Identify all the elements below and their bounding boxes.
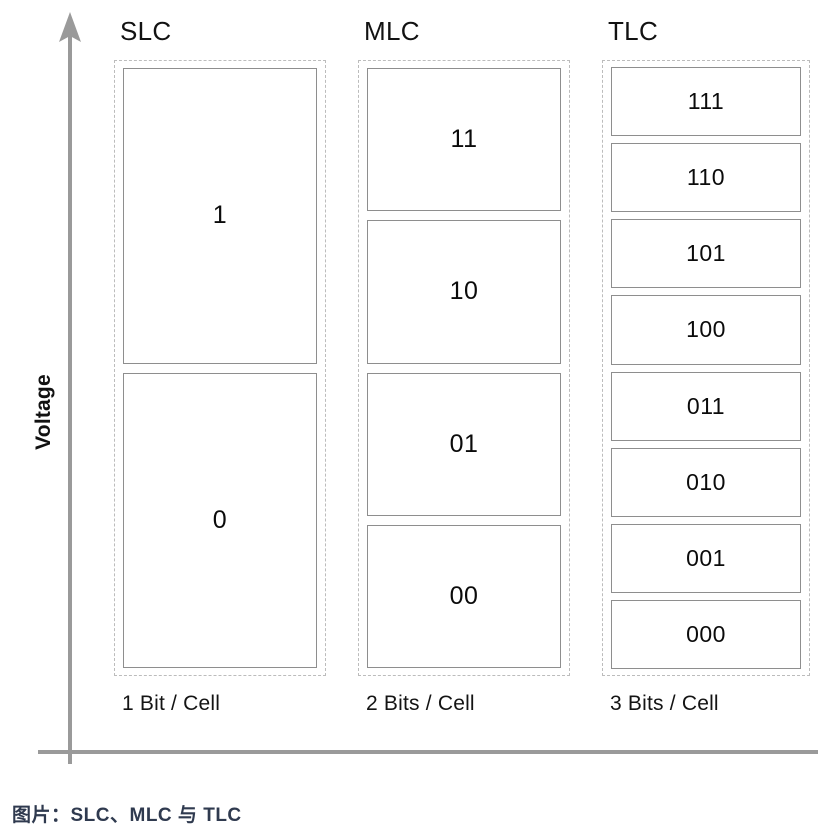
cell-level-label: 10 (449, 277, 479, 306)
cell-level-label: 010 (686, 468, 726, 495)
cell-level-diagram: SLC 1 0 1 Bit / Cell MLC 11 10 01 00 (110, 0, 818, 745)
cell-level: 011 (611, 371, 801, 441)
cell-level-label: 11 (450, 125, 478, 154)
cell-group-slc: 1 0 (114, 60, 326, 676)
cell-level: 01 (367, 372, 561, 516)
cell-level-label: 100 (686, 316, 726, 343)
cell-level-label: 110 (686, 164, 726, 191)
cell-level: 00 (367, 524, 561, 668)
cell-level-label: 001 (686, 544, 726, 571)
cell-level: 10 (367, 220, 561, 364)
column-slc: SLC 1 0 1 Bit / Cell (110, 0, 330, 745)
column-footer-tlc: 3 Bits / Cell (610, 692, 719, 715)
cell-level-label: 1 (212, 201, 228, 230)
column-header-mlc: MLC (364, 16, 420, 46)
cell-level: 000 (611, 599, 801, 669)
cell-level-label: 011 (686, 392, 726, 419)
cell-level: 010 (611, 447, 801, 517)
cell-level: 001 (611, 523, 801, 593)
figure-caption: 图片：SLC、MLC 与 TLC (12, 805, 242, 826)
arrow-up-icon (59, 12, 81, 42)
cell-level: 101 (611, 219, 801, 289)
cell-level-label: 111 (687, 88, 725, 115)
cell-level-label: 01 (449, 429, 479, 458)
cell-level: 1 (123, 68, 317, 364)
column-mlc: MLC 11 10 01 00 2 Bits / Cell (354, 0, 574, 745)
y-axis (59, 12, 81, 764)
column-footer-mlc: 2 Bits / Cell (366, 692, 475, 715)
cell-level: 11 (367, 68, 561, 212)
cell-level-label: 00 (449, 581, 479, 610)
column-tlc: TLC 111 110 101 100 011 010 001 (598, 0, 814, 745)
column-header-tlc: TLC (608, 16, 659, 46)
cell-level-label: 0 (212, 505, 228, 534)
cell-group-mlc: 11 10 01 00 (358, 60, 570, 676)
cell-level: 100 (611, 295, 801, 365)
column-header-slc: SLC (120, 16, 172, 46)
cell-level-label: 101 (686, 240, 726, 267)
cell-group-tlc: 111 110 101 100 011 010 001 000 (602, 60, 810, 676)
column-footer-slc: 1 Bit / Cell (122, 692, 221, 715)
y-axis-label: Voltage (32, 374, 55, 450)
cell-level: 111 (611, 67, 801, 137)
cell-level: 110 (611, 143, 801, 213)
cell-level: 0 (123, 372, 317, 668)
cell-level-label: 000 (686, 620, 726, 647)
